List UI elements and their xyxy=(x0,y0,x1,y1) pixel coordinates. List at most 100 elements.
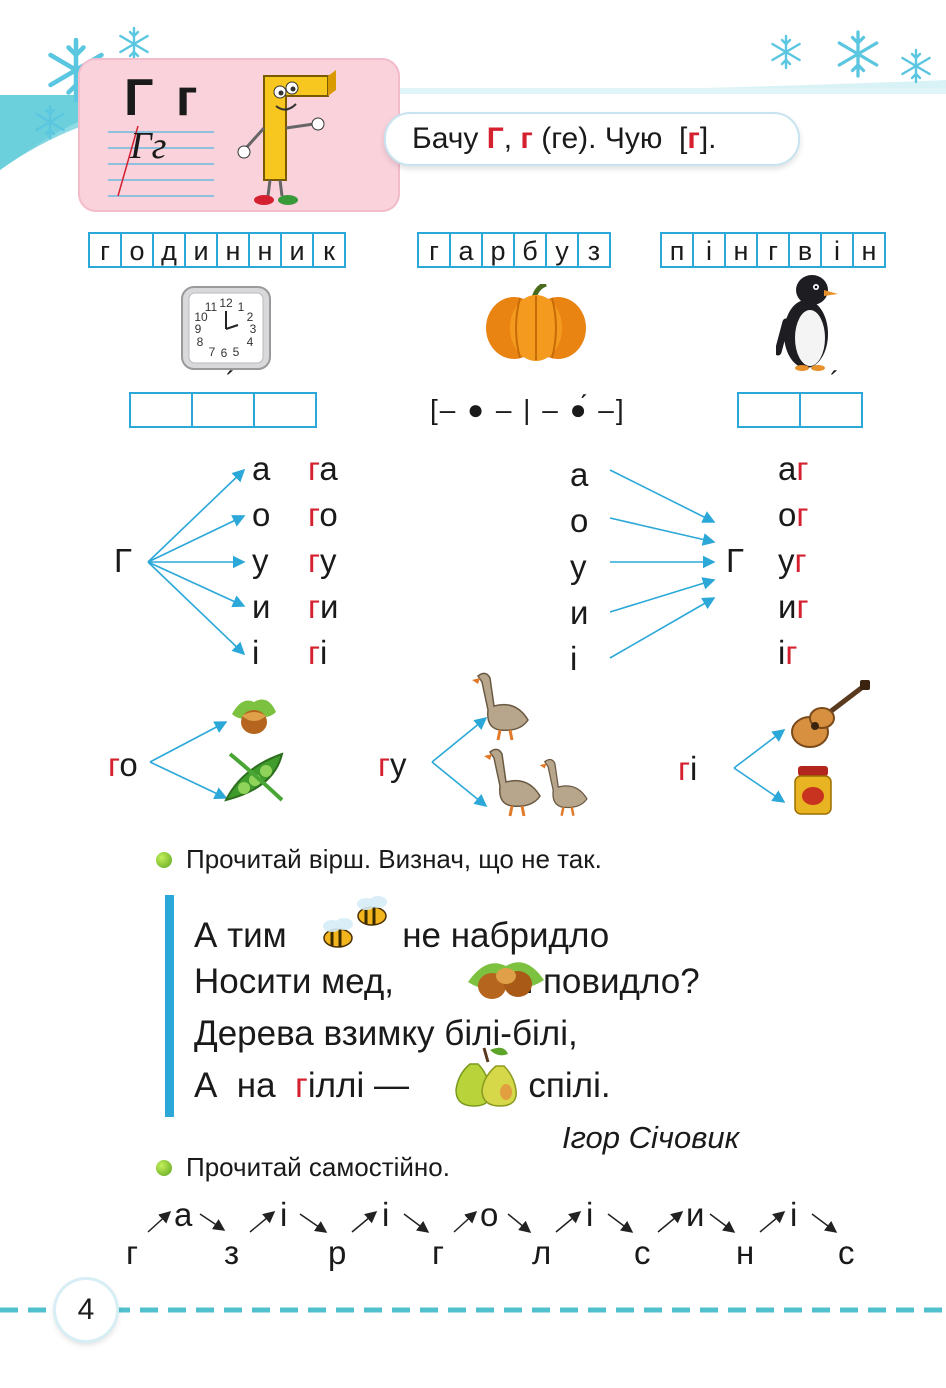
letter-card: Г г Гг xyxy=(78,58,400,212)
chain-letter: л xyxy=(532,1234,552,1271)
syllable-vowel: и xyxy=(320,588,339,625)
letter-cell: г xyxy=(417,232,451,268)
chain-letter: з xyxy=(224,1234,240,1271)
letter-cell: к xyxy=(312,232,346,268)
bubble-letter: г xyxy=(687,122,700,155)
vowel: і xyxy=(570,640,578,677)
poem-text: А на xyxy=(194,1066,296,1105)
clock-digit: 11 xyxy=(205,300,218,314)
syllable-consonant: г xyxy=(308,634,321,671)
connection-arrows xyxy=(147,468,786,808)
clock-digit: 9 xyxy=(195,322,202,336)
chain-letter: с xyxy=(838,1234,855,1271)
letter-cell: і xyxy=(820,232,854,268)
poem-text: і повидло? xyxy=(525,962,700,1001)
bees-icon xyxy=(323,896,387,948)
syllable-vowel: о xyxy=(119,746,138,783)
word-godynnyk: г о д и н н и к xyxy=(88,232,346,268)
stress-mark: ´ xyxy=(830,366,840,397)
poem-author: Ігор Січовик xyxy=(562,1120,740,1155)
task-read-poem: Прочитай вірш. Визнач, що не так. xyxy=(156,844,602,875)
syllable: іг xyxy=(778,636,797,669)
chain-letter: и xyxy=(686,1196,705,1233)
guitar-icon xyxy=(791,680,870,748)
syllable-vowel: у xyxy=(390,746,407,783)
letter-cell: г xyxy=(756,232,790,268)
syllable: аг xyxy=(778,452,808,485)
letter-cell: у xyxy=(545,232,579,268)
letter-cell: г xyxy=(88,232,122,268)
vowel: о xyxy=(570,502,589,539)
clock-digit: 10 xyxy=(194,310,208,324)
syllable-consonant: г xyxy=(108,746,120,783)
syllable-vowel: и xyxy=(778,588,797,625)
letter-cell: и xyxy=(280,232,314,268)
bubble-letter: Г xyxy=(486,122,504,155)
vowel: у xyxy=(252,542,269,579)
chain-arrows xyxy=(147,1210,838,1233)
syllable-schema-2 xyxy=(737,392,863,428)
goose-icon xyxy=(539,758,588,816)
syllable-consonant: г xyxy=(796,496,809,533)
poem-line-1: А тим не набридло xyxy=(194,916,609,956)
syllable-consonant: г xyxy=(796,588,809,625)
schema-cell xyxy=(129,392,193,428)
syllable-consonant: г xyxy=(308,496,320,533)
schema-cell xyxy=(191,392,255,428)
bubble-text: ]. xyxy=(699,122,717,155)
clock-digit: 8 xyxy=(197,335,204,349)
syllable-vowel: у xyxy=(778,542,795,579)
goose-icon xyxy=(484,748,541,817)
chain-letter: р xyxy=(328,1234,347,1271)
syllable: ог xyxy=(778,498,808,531)
syllable-vowel: о xyxy=(319,496,338,533)
chain-letter: а xyxy=(174,1196,193,1233)
syllable-vowel: а xyxy=(319,450,338,487)
clock-digit: 2 xyxy=(247,310,254,324)
vowel: і xyxy=(252,634,260,671)
bubble-text: Бачу xyxy=(412,122,487,155)
schema-cell xyxy=(799,392,863,428)
poem-text: А тим xyxy=(194,916,287,955)
vowel: и xyxy=(570,594,589,631)
poem-text: іллі — xyxy=(307,1066,409,1105)
syllable-consonant: г xyxy=(796,450,809,487)
task-text: Прочитай самостійно. xyxy=(186,1152,450,1182)
syllable-vowel: а xyxy=(778,450,797,487)
chain-letter: г xyxy=(126,1234,139,1271)
syllable-consonant: г xyxy=(678,750,691,787)
branch-syllable: гу xyxy=(378,748,407,781)
vowel: о xyxy=(252,496,271,533)
poem-line-3: Дерева взимку білі-білі, xyxy=(194,1014,578,1053)
pears-icon xyxy=(455,1047,517,1107)
vowel: и xyxy=(252,588,271,625)
syllable-consonant: г xyxy=(378,746,391,783)
penguin-icon xyxy=(776,275,838,371)
chain-letter: с xyxy=(634,1234,651,1271)
letter-cell: в xyxy=(788,232,822,268)
syllable-vowel: у xyxy=(320,542,337,579)
chain-letter: н xyxy=(736,1234,755,1271)
chain-letter: г xyxy=(432,1234,445,1271)
clock-digit: 1 xyxy=(238,300,245,314)
syllable: уг xyxy=(778,544,807,577)
task-read-alone: Прочитай самостійно. xyxy=(156,1152,450,1183)
hazelnuts-icon xyxy=(468,962,544,999)
syllable: гі xyxy=(308,636,327,669)
clock-digit: 5 xyxy=(233,345,240,359)
syllable-consonant: г xyxy=(308,542,321,579)
letter-cell: і xyxy=(692,232,726,268)
syllable-schema-3 xyxy=(129,392,317,428)
clock-digit: 7 xyxy=(209,345,216,359)
letter-cell: п xyxy=(660,232,694,268)
task-text: Прочитай вірш. Визнач, що не так. xyxy=(186,844,602,874)
bubble-text: , xyxy=(503,122,521,155)
consonant-g: Г xyxy=(114,542,132,579)
poem-text: Носити мед, xyxy=(194,962,395,1001)
syllable-vowel: і xyxy=(690,750,698,787)
schema-cell xyxy=(737,392,801,428)
goose-icon xyxy=(472,672,529,741)
letter-cell: р xyxy=(481,232,515,268)
chain-letter: і xyxy=(280,1196,288,1233)
poem-line-2: Носити мед, і повидло? xyxy=(194,962,700,1002)
